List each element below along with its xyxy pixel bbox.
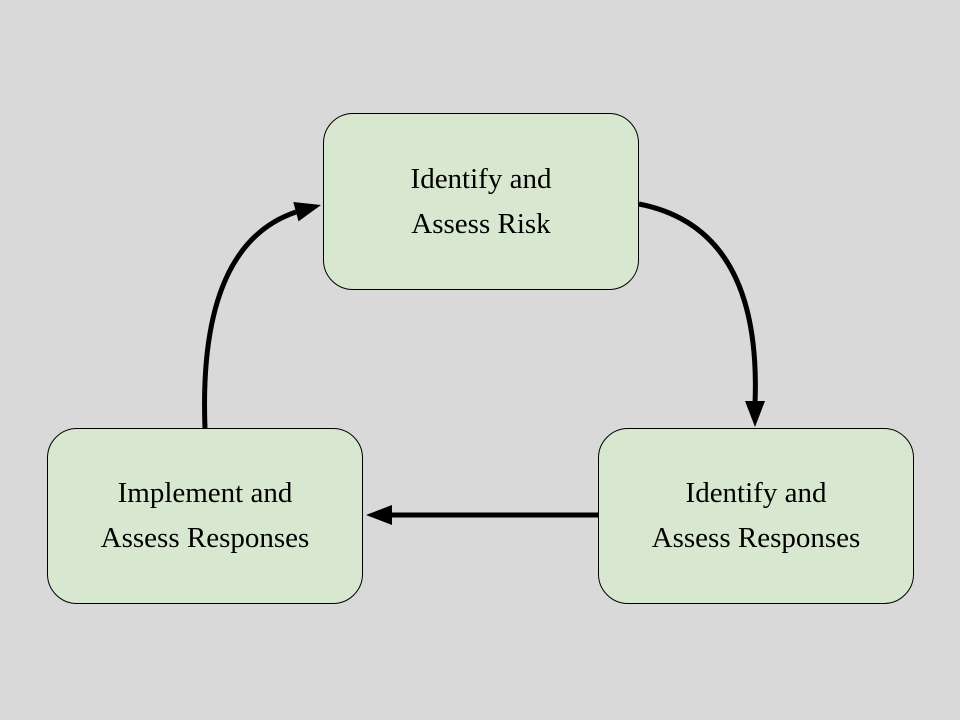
arrowhead-down-icon — [745, 401, 765, 427]
node-identify-assess-risk: Identify and Assess Risk — [323, 113, 639, 290]
node-label: Implement and Assess Responses — [100, 477, 310, 554]
arrowhead-left-icon — [366, 505, 392, 525]
edge-implement-to-risk — [202, 209, 297, 429]
node-identify-assess-responses: Identify and Assess Responses — [598, 428, 914, 604]
node-implement-assess-responses: Implement and Assess Responses — [47, 428, 363, 604]
node-label: Identify and Assess Risk — [410, 162, 552, 240]
edge-risk-to-responses — [638, 201, 758, 405]
arrowhead-upright-icon — [293, 202, 321, 222]
node-label: Identify and Assess Responses — [651, 477, 861, 554]
